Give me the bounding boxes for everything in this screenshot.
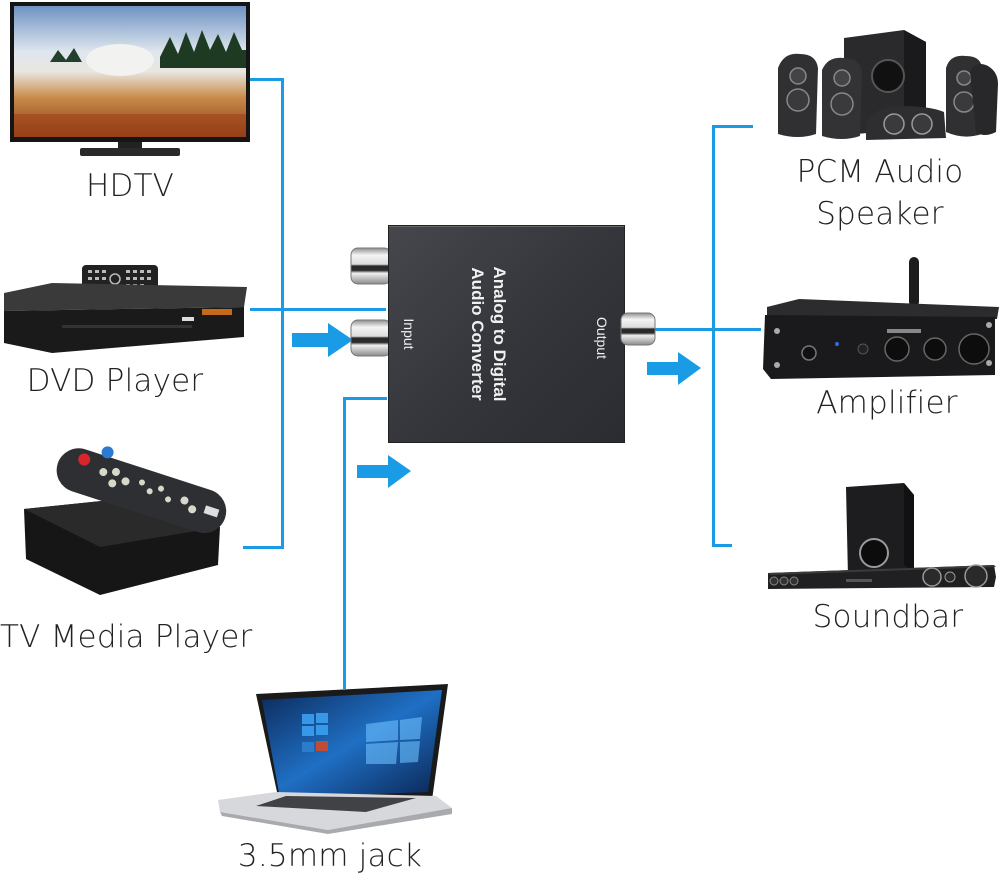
hdtv-label: HDTV [85,168,175,204]
rca-output-jack-icon [620,312,656,346]
jack-label: 3.5mm jack [237,838,423,874]
output-connector-line [655,328,761,331]
rca-input-jack-bottom-icon [350,319,392,357]
output-arrow-shape [647,352,701,385]
input-arrow-icon [292,323,353,357]
source-tv-media-player: TV Media Player [0,445,270,665]
output-arrow-icon [647,352,701,385]
dvd-connector-line [250,308,386,311]
converter-body [388,225,625,443]
converter-input-label: Input [401,318,417,350]
jack-arrow-icon [357,455,411,488]
converter-device: Analog to Digital Audio Converter Input … [349,224,659,444]
left-bus-line [281,78,284,549]
jack-connector-horizontal [343,397,387,400]
soundbar-icon [768,483,996,589]
soundbar-connector-line [712,544,732,547]
converter-title-line2: Audio Converter [468,267,487,401]
converter-title-line1: Analog to Digital [490,266,509,402]
amplifier-label: Amplifier [816,385,958,421]
input-arrow-shape [292,323,353,357]
laptop-icon [218,684,452,834]
speaker-connector-line [712,125,753,128]
source-dvd-player: DVD Player [0,215,260,410]
tv-icon [10,2,250,156]
dvd-player-icon [4,265,247,353]
output-amplifier: Amplifier [755,255,1000,425]
right-bus-line [712,125,715,547]
speaker-system-icon [778,30,998,140]
source-hdtv: HDTV [0,0,260,210]
hdtv-connector-line [250,78,284,81]
soundbar-label: Soundbar [812,599,964,635]
tv-media-player-label: TV Media Player [0,619,253,655]
output-soundbar: Soundbar [760,475,1000,645]
pcm-speaker-label-line2: Speaker [816,196,944,232]
amplifier-icon [763,257,999,379]
media-connector-line [243,546,284,549]
source-laptop: 3.5mm jack [200,680,480,882]
dvd-player-label: DVD Player [26,363,204,399]
jack-connector-vertical [343,397,346,689]
media-player-icon [24,446,227,595]
output-pcm-speaker: PCM Audio Speaker [760,20,1000,240]
pcm-speaker-label-line1: PCM Audio [796,154,964,190]
converter-output-label: Output [594,316,610,360]
rca-input-jack-top-icon [350,247,392,285]
jack-arrow-shape [357,455,411,488]
